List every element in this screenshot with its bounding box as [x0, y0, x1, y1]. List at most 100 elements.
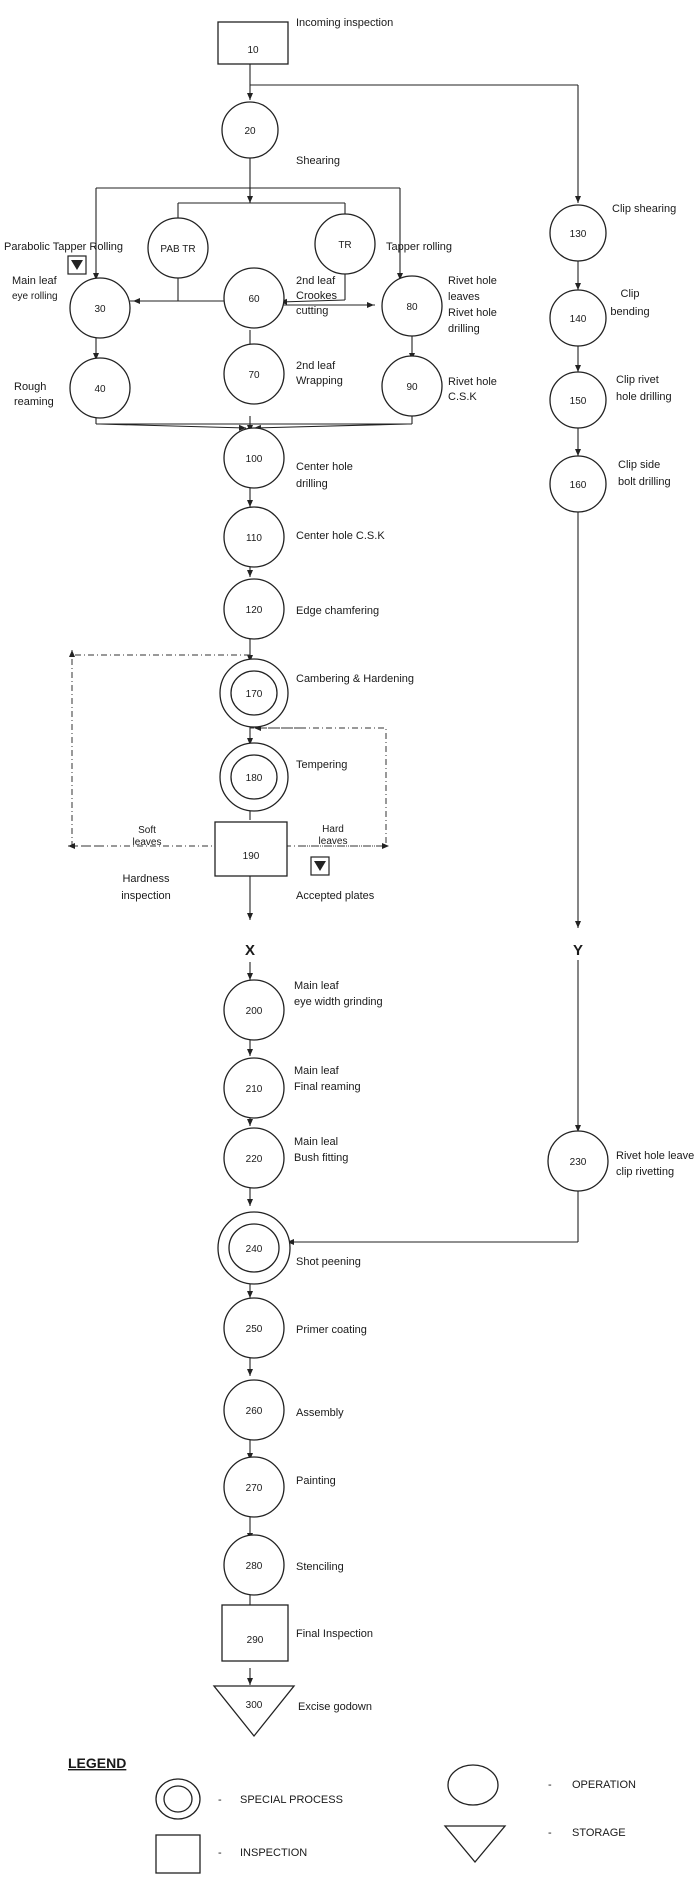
special-process-inner [230, 754, 278, 800]
node-40: 40 [69, 357, 131, 419]
operation-circle [223, 578, 285, 640]
inspection-box [217, 21, 289, 65]
label-n180: Tempering [296, 759, 347, 771]
node-130: 130 [549, 204, 607, 262]
tr-label: TR [338, 240, 351, 251]
legend-special-process-label: SPECIAL PROCESS [240, 1794, 343, 1806]
operation-circle [223, 979, 285, 1041]
node-number: 100 [246, 454, 263, 465]
operation-circle [223, 427, 285, 489]
node-140: 140 [549, 289, 607, 347]
svg-text:-: - [548, 1779, 552, 1791]
operation-circle [549, 289, 607, 347]
node-190: 190 [214, 821, 288, 877]
node-number: 170 [246, 689, 263, 700]
node-number: 110 [246, 533, 262, 544]
legend-special-process: - SPECIAL PROCESS [155, 1778, 343, 1820]
node-pab-tr: PAB TR [147, 217, 209, 279]
label-n170: Cambering & Hardening [296, 673, 414, 685]
node-110: 110 [223, 506, 285, 568]
node-80: 80 [381, 275, 443, 337]
node-number: 30 [94, 304, 106, 315]
connector-y: Y [573, 942, 583, 959]
node-300: 300 [212, 1685, 296, 1738]
node-number: 180 [246, 773, 263, 784]
operation-circle [223, 343, 285, 405]
node-100: 100 [223, 427, 285, 489]
node-250: 250 [223, 1297, 285, 1359]
operation-circle [549, 371, 607, 429]
operation-circle [69, 277, 131, 339]
svg-text:-: - [218, 1794, 222, 1806]
legend-inspection-label: INSPECTION [240, 1847, 307, 1859]
node-170: 170 [219, 658, 289, 728]
label-n10: Incoming inspection [296, 17, 393, 29]
label-n260: Assembly [296, 1407, 344, 1419]
operation-circle [223, 506, 285, 568]
node-200: 200 [223, 979, 285, 1041]
node-number: 150 [570, 396, 587, 407]
label-n130: Clip shearing [612, 203, 676, 215]
node-number: 240 [246, 1244, 263, 1255]
node-number: 220 [246, 1154, 263, 1165]
operation-circle [221, 101, 279, 159]
node-70: 70 [223, 343, 285, 405]
node-number: 250 [246, 1324, 263, 1335]
storage-marker-icon [310, 856, 330, 876]
legend-inspection: - INSPECTION [155, 1834, 307, 1874]
node-number: 120 [246, 605, 263, 616]
operation-circle [69, 357, 131, 419]
node-number: 200 [246, 1006, 263, 1017]
storage-marker-icon [67, 255, 87, 275]
node-number: 270 [246, 1483, 263, 1494]
inspection-box [214, 821, 288, 877]
node-220: 220 [223, 1127, 285, 1189]
operation-circle [549, 204, 607, 262]
node-tr: TR [314, 213, 376, 275]
svg-text:-: - [548, 1827, 552, 1839]
label-n120: Edge chamfering [296, 605, 379, 617]
node-10: 10 [217, 21, 289, 65]
node-number: 300 [246, 1700, 263, 1711]
node-number: 80 [406, 302, 418, 313]
label-n110: Center hole C.S.K [296, 530, 385, 542]
label-accepted: Accepted plates [296, 890, 375, 902]
operation-circle [223, 1297, 285, 1359]
node-number: 260 [246, 1406, 263, 1417]
operation-circle [223, 1379, 285, 1441]
node-number: 230 [570, 1157, 587, 1168]
operation-circle [549, 455, 607, 513]
operation-circle [223, 1127, 285, 1189]
node-number: 290 [247, 1635, 264, 1646]
node-30: 30 [69, 277, 131, 339]
operation-circle [547, 1130, 609, 1192]
legend-operation: -OPERATION [447, 1764, 636, 1806]
node-260: 260 [223, 1379, 285, 1441]
label-taprol: Tapper rolling [386, 241, 452, 253]
node-number: 130 [570, 229, 587, 240]
node-230: 230 [547, 1130, 609, 1192]
node-number: 190 [243, 851, 260, 862]
storage-triangle [212, 1685, 296, 1738]
node-number: 160 [570, 480, 587, 491]
node-number: 280 [246, 1561, 263, 1572]
svg-text:-: - [218, 1847, 222, 1859]
node-160: 160 [549, 455, 607, 513]
process-nodes: 1020304060708090100110120130140150160170… [67, 21, 609, 1738]
label-n270: Painting [296, 1475, 336, 1487]
node-180: 180 [219, 742, 289, 812]
label-pab: Parabolic Tapper Rolling [4, 241, 123, 253]
legend-title: LEGEND [68, 1755, 126, 1771]
operation-circle [223, 1456, 285, 1518]
